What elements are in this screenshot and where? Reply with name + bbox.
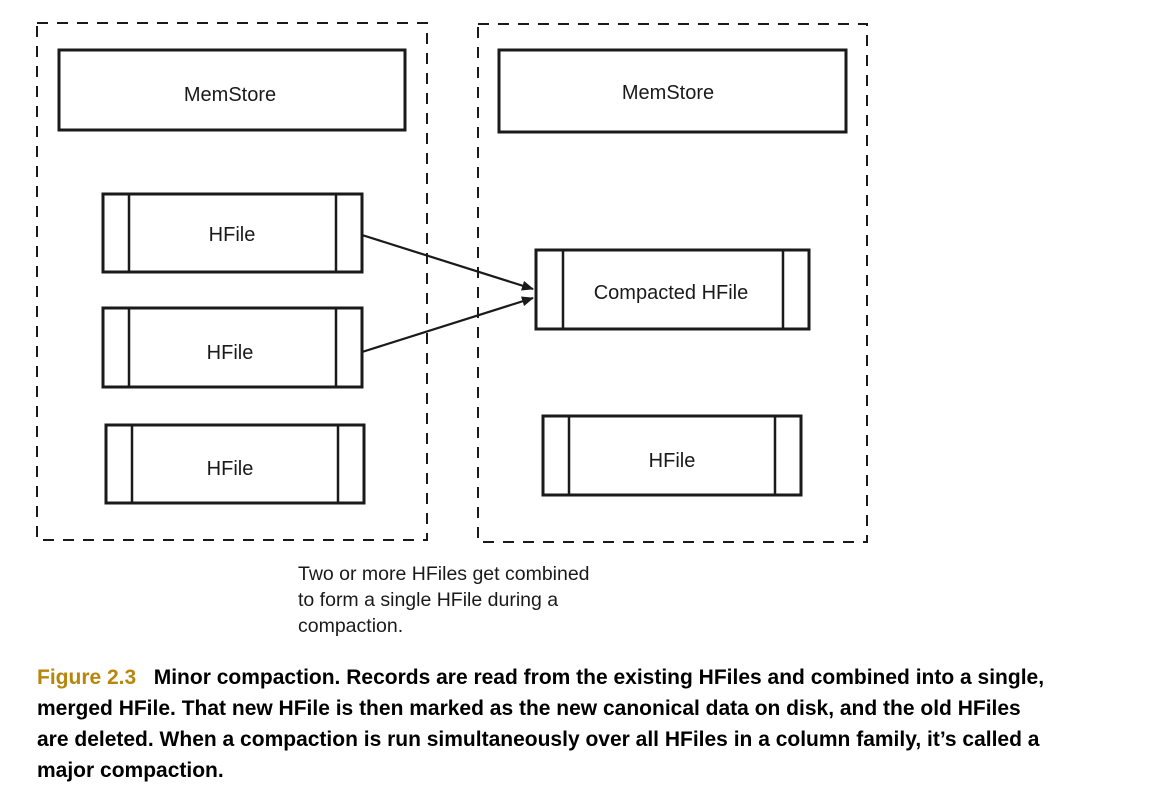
left-hfile-2-label: HFile [207, 342, 254, 364]
caption-line-1: Figure 2.3 Minor compaction. Records are… [37, 662, 1157, 693]
compacted-hfile: Compacted HFile [534, 248, 811, 331]
left-hfile-3: HFile [104, 423, 366, 505]
left-hfile-2: HFile [101, 306, 364, 389]
left-hfile-1-label: HFile [209, 224, 256, 246]
left-hfile-3-label: HFile [207, 458, 254, 480]
right-hfile-label: HFile [649, 450, 696, 472]
figure-label: Figure 2.3 [37, 666, 137, 689]
caption-line-4: major compaction. [37, 759, 224, 782]
left-memstore-label: MemStore [184, 84, 276, 106]
figure-caption: Figure 2.3 Minor compaction. Records are… [37, 662, 1157, 786]
right-hfile: HFile [541, 414, 803, 497]
annotation-line: to form a single HFile during a [298, 589, 559, 611]
right-memstore-label: MemStore [622, 82, 714, 104]
merge-arrow-lower [361, 296, 534, 354]
caption-line-3: are deleted. When a compaction is run si… [37, 728, 1040, 751]
annotation-line: compaction. [298, 615, 404, 637]
compacted-hfile-label: Compacted HFile [594, 282, 749, 304]
annotation-line: Two or more HFiles get combined [298, 563, 590, 585]
right-store-border [477, 23, 868, 543]
left-store-border [36, 22, 428, 541]
merge-arrow-upper [361, 233, 534, 291]
compaction-annotation: Two or more HFiles get combined to form … [298, 561, 658, 639]
compaction-diagram: MemStore HFile HFile HFile [36, 22, 868, 543]
right-memstore: MemStore [497, 48, 848, 134]
caption-text: Minor compaction. Records are read from … [153, 666, 1045, 689]
right-store: MemStore Compacted HFile HFile [477, 23, 868, 543]
left-memstore: MemStore [57, 48, 407, 132]
left-hfile-1: HFile [101, 192, 364, 274]
caption-line-2: merged HFile. That new HFile is then mar… [37, 697, 1021, 720]
left-store: MemStore HFile HFile HFile [36, 22, 428, 541]
